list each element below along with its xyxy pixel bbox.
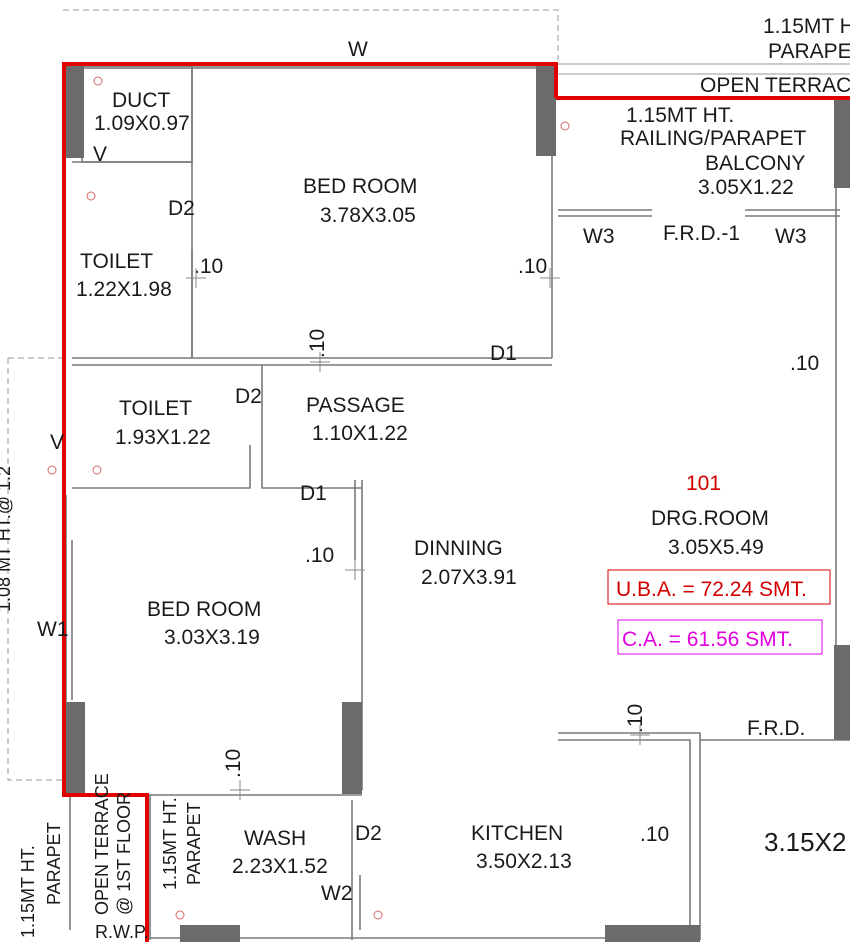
unit-number: 101: [686, 472, 721, 495]
left-dashed-guide: [7, 357, 63, 781]
wall-thickness-c: .10: [306, 329, 329, 358]
kitchen-label: KITCHEN: [471, 822, 563, 845]
wall-thickness-e: .10: [305, 544, 334, 567]
balcony-size: 3.05X1.22: [698, 176, 794, 199]
left-parapet-line1: 1.15MT HT.: [18, 845, 38, 938]
wall-thickness-d: .10: [790, 352, 819, 375]
bedroom1-label: BED ROOM: [303, 175, 417, 198]
wash-label: WASH: [244, 827, 306, 850]
fixture-markers: [47, 76, 570, 920]
bedroom2-label: BED ROOM: [147, 598, 261, 621]
wall-thickness-f: .10: [624, 704, 647, 733]
window-w1: W1: [37, 618, 69, 641]
ca-area: C.A. = 61.56 SMT.: [622, 628, 793, 651]
door-d2-mid: D2: [235, 385, 262, 408]
uba-area: U.B.A. = 72.24 SMT.: [616, 578, 807, 601]
railing-line1: 1.15MT HT.: [626, 104, 734, 127]
window-w2: W2: [321, 882, 353, 905]
crosshair-markers: [186, 268, 650, 800]
railing-line2: RAILING/PARAPET: [620, 127, 806, 150]
toilet1-size: 1.22X1.98: [76, 278, 172, 301]
cut-dimension: 3.15X2: [764, 827, 846, 857]
ca-box: [617, 619, 823, 655]
kitchen-size: 3.50X2.13: [476, 850, 572, 873]
top-parapet-line1: 1.15MT HT.: [763, 15, 850, 38]
parapet-115-line2: PARAPET: [184, 802, 204, 885]
toilet2-size: 1.93X1.22: [115, 426, 211, 449]
upper-dashed-guide: [63, 9, 559, 60]
wall-thickness-a: .10: [194, 255, 223, 278]
wall-thickness-g: .10: [222, 749, 245, 778]
side-dimension-label: 1.08 MT HT.@ 1.2: [0, 466, 14, 612]
open-terrace-1st-line2: @ 1ST FLOOR: [114, 792, 134, 915]
bedroom2-size: 3.03X3.19: [164, 626, 260, 649]
wall-thickness-b: .10: [518, 255, 547, 278]
unit-boundary: [62, 62, 850, 942]
drawing-room-label: DRG.ROOM: [651, 507, 769, 530]
window-w3-right: W3: [775, 225, 807, 248]
left-parapet-line2: PARAPET: [44, 822, 64, 905]
bedroom1-size: 3.78X3.05: [320, 204, 416, 227]
passage-size: 1.10X1.22: [312, 422, 408, 445]
top-parapet-line2: PARAPET: [768, 40, 850, 63]
door-d1-mid: D1: [300, 482, 327, 505]
frd-label: F.R.D.: [747, 717, 805, 740]
drawing-room-size: 3.05X5.49: [668, 536, 764, 559]
passage-label: PASSAGE: [306, 394, 405, 417]
vent-label-mid: V: [50, 431, 64, 454]
balcony-label: BALCONY: [705, 152, 805, 175]
duct-label: DUCT: [112, 89, 170, 112]
window-w-label: W: [348, 38, 368, 61]
toilet1-label: TOILET: [80, 250, 153, 273]
door-d1-top: D1: [490, 342, 517, 365]
uba-box: [607, 569, 831, 605]
duct-size: 1.09X0.97: [94, 112, 190, 135]
dinning-label: DINNING: [414, 537, 503, 560]
dinning-size: 2.07X3.91: [421, 566, 517, 589]
parapet-115-line1: 1.15MT HT.: [160, 797, 180, 890]
door-d2-top: D2: [168, 197, 195, 220]
window-w3-left: W3: [583, 225, 615, 248]
open-terrace-1st-line1: OPEN TERRACE: [92, 773, 112, 915]
vent-label-top: V: [93, 143, 107, 166]
toilet2-label: TOILET: [119, 397, 192, 420]
wash-size: 2.23X1.52: [232, 855, 328, 878]
columns: [64, 66, 850, 942]
terrace-edge-lines: [558, 63, 850, 75]
door-d2-low: D2: [355, 822, 382, 845]
rain-water-pipe: R.W.P.: [95, 922, 149, 942]
open-terrace-top-label: OPEN TERRACE@: [700, 74, 850, 97]
wall-thickness-h: .10: [640, 823, 669, 846]
frd1-label: F.R.D.-1: [663, 222, 740, 245]
